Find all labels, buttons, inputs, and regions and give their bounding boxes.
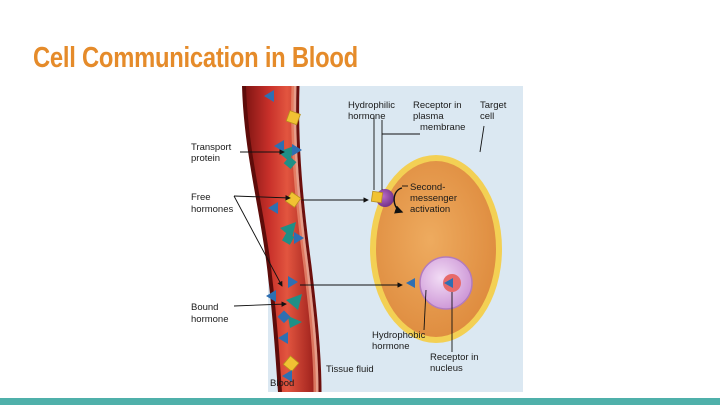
cell-communication-diagram: Transport protein Free hormones Bound ho… [188,86,523,392]
target-cell-label-line1: Target [480,100,507,111]
free-hormones-label-line2: hormones [191,204,233,215]
hydrophobic-hormone-label: Hydrophobic hormone [372,330,426,352]
free-hormones-label-line1: Free [191,192,211,203]
bound-hormone-label-line1: Bound [191,302,218,313]
second-messenger-label: Second- messenger activation [410,182,457,215]
second-messenger-label-line2: messenger [410,193,457,204]
transport-protein-label: Transport protein [191,142,232,164]
receptor-nucleus-label: Receptor in nucleus [430,352,479,374]
receptor-nucleus-label-line1: Receptor in [430,352,479,363]
target-cell-label: Target cell [480,100,507,122]
blood-hormones [264,90,304,382]
hydrophilic-hormone-label: Hydrophilic hormone [348,100,395,122]
slide-title: Cell Communication in Blood [33,42,358,74]
blood-label: Blood [270,378,294,389]
hydrophobic-hormone-label-line2: hormone [372,341,410,352]
transport-protein-label-line1: Transport [191,142,232,153]
target-cell-label-line2: cell [480,111,494,122]
blood-vessel [244,86,316,392]
receptor-plasma-membrane-label-line1: Receptor in [413,100,462,111]
second-messenger-label-line1: Second- [410,182,445,193]
free-hormones-label: Free hormones [191,192,233,215]
hydrophilic-hormone-label-line1: Hydrophilic [348,100,395,111]
bottom-accent-bar [0,398,720,405]
receptor-plasma-membrane-label: Receptor in plasma membrane [413,100,465,133]
second-messenger-label-line3: activation [410,204,450,215]
receptor-plasma-membrane-label-line3: membrane [420,122,465,133]
tissue-fluid-label: Tissue fluid [326,364,374,375]
hydrophobic-hormone-label-line1: Hydrophobic [372,330,426,341]
receptor-nucleus-label-line2: nucleus [430,363,463,374]
hydrophilic-hormone-label-line2: hormone [348,111,386,122]
bound-hormone-label: Bound hormone [191,302,229,325]
bound-hormone-label-line2: hormone [191,314,229,325]
receptor-plasma-membrane-label-line2: plasma [413,111,444,122]
transport-protein-label-line2: protein [191,153,220,164]
